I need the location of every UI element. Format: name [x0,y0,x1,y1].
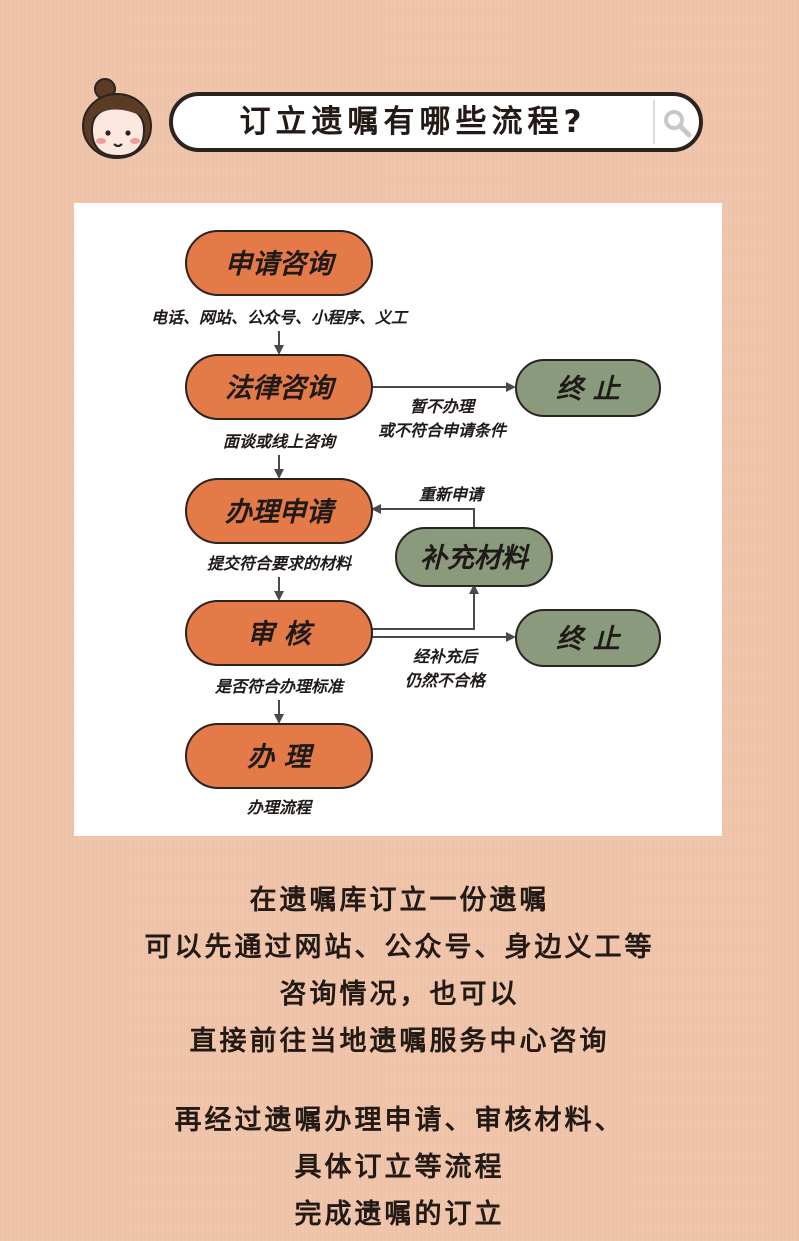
node-legal-consult-label: 法律咨询 [225,373,337,404]
node-supplement-label: 补充材料 [420,543,530,574]
node-stop-2-label: 终 止 [556,624,621,655]
node-handle: 办 理 [185,723,373,789]
label-reapply: 重新申请 [419,485,486,504]
node-apply-process-label: 办理申请 [225,497,337,528]
node-review-label: 审 核 [247,619,315,650]
node-stop-1-label: 终 止 [556,374,621,405]
label-not-handle-1: 暂不办理 [410,397,477,416]
label-still-fail-2: 仍然不合格 [405,671,487,690]
label-submit: 提交符合要求的材料 [207,554,353,573]
title-search-bar: 订立遗嘱有哪些流程? [169,92,703,152]
node-review: 审 核 [185,600,373,666]
node-handle-label: 办 理 [247,742,314,773]
page-title: 订立遗嘱有哪些流程? [239,104,587,140]
flowchart: 申请咨询 法律咨询 办理申请 审 核 办 理 终 止 终 止 补充材料 [151,230,661,817]
description-line: 直接前往当地遗嘱服务中心咨询 [189,1026,610,1057]
label-channels: 电话、网站、公众号、小程序、义工 [151,308,409,327]
node-stop-2: 终 止 [515,609,661,667]
label-not-handle-2: 或不符合申请条件 [378,421,508,440]
avatar [82,78,152,159]
label-check: 是否符合办理标准 [214,677,345,696]
label-still-fail-1: 经补充后 [413,647,479,666]
flowchart-panel: 申请咨询 法律咨询 办理申请 审 核 办 理 终 止 终 止 补充材料 [74,203,722,836]
node-apply-process: 办理申请 [185,478,373,544]
node-legal-consult: 法律咨询 [185,354,373,420]
description-line: 完成遗嘱的订立 [294,1199,505,1230]
description-line: 在遗嘱库订立一份遗嘱 [249,885,550,916]
description-paragraph-1: 在遗嘱库订立一份遗嘱 可以先通过网站、公众号、身边义工等 咨询情况，也可以 直接… [0,877,799,1065]
description-line: 可以先通过网站、公众号、身边义工等 [144,932,655,963]
node-stop-1: 终 止 [515,359,661,417]
description-line: 具体订立等流程 [294,1152,505,1183]
label-interview: 面谈或线上咨询 [223,432,338,451]
node-supplement: 补充材料 [395,527,553,587]
search-divider [653,100,655,144]
label-process: 办理流程 [247,798,314,817]
description-paragraph-2: 再经过遗嘱办理申请、审核材料、 具体订立等流程 完成遗嘱的订立 [0,1097,799,1238]
node-apply-consult: 申请咨询 [185,230,373,296]
arrow-supplement-to-apply [371,504,475,528]
description-line: 再经过遗嘱办理申请、审核材料、 [174,1105,625,1136]
node-apply-consult-label: 申请咨询 [225,249,337,280]
search-icon [664,110,692,138]
arrow-review-to-supplement [372,584,479,630]
description-line: 咨询情况，也可以 [279,979,520,1010]
